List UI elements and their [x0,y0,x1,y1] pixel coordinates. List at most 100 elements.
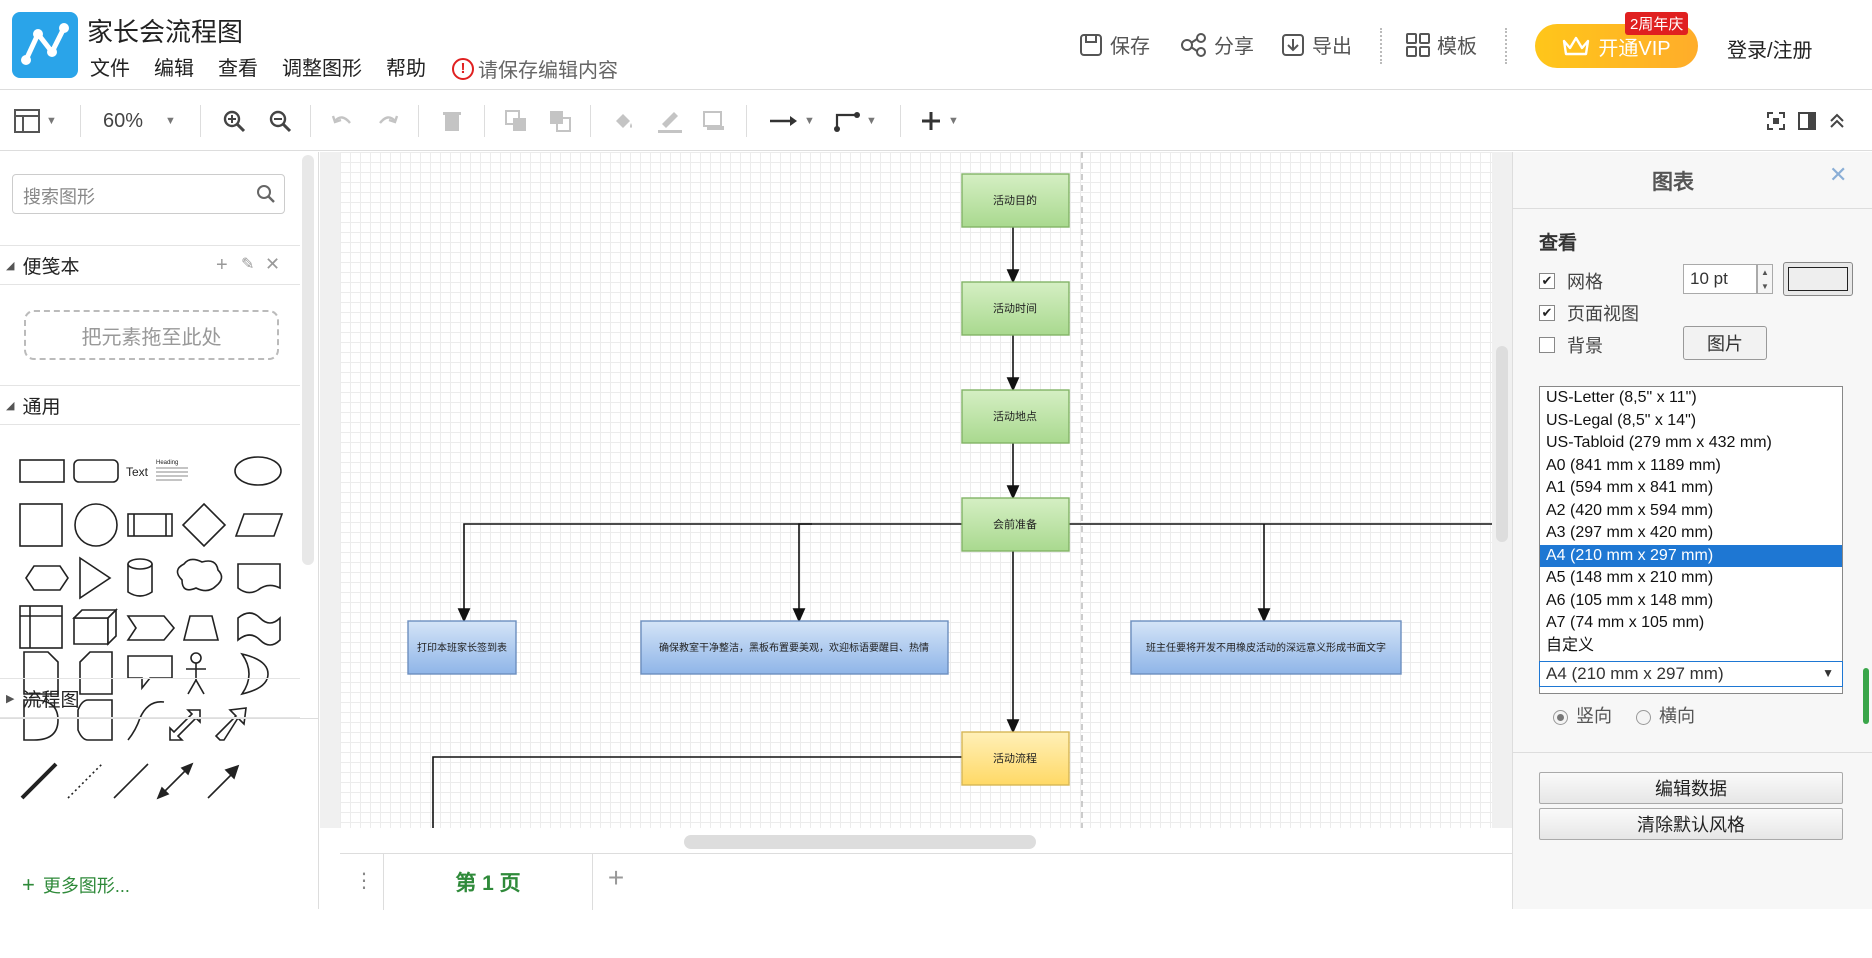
card-shape[interactable] [79,651,113,695]
node-place[interactable]: 活动地点 [961,389,1070,444]
menu-file[interactable]: 文件 [90,58,130,80]
template-button[interactable]: 模板 [1405,30,1477,59]
dotted-line-shape[interactable] [67,763,103,799]
redo-button[interactable] [376,107,400,135]
node-time[interactable]: 活动时间 [961,281,1070,336]
scratchpad-header[interactable]: ◢ 便笺本 + ✎ ✕ [0,245,300,285]
save-warning[interactable]: ! 请保存编辑内容 [452,54,618,83]
paper-size-select[interactable]: A4 (210 mm x 297 mm) ▼ [1539,661,1843,687]
ellipse-shape[interactable] [234,456,282,486]
connector-prep-sign[interactable] [457,523,962,623]
zoom-in-button[interactable] [222,107,246,135]
grid-size-stepper[interactable]: ▲▼ [1757,264,1773,294]
document-title[interactable]: 家长会流程图 [87,17,244,47]
background-checkbox[interactable] [1539,337,1555,353]
fullscreen-button[interactable] [1766,107,1786,135]
cube-shape[interactable] [72,608,118,646]
undo-button[interactable] [330,107,354,135]
document-shape[interactable] [237,563,281,594]
canvas-horizontal-scrollbar[interactable] [684,835,1036,849]
process-shape[interactable] [127,513,173,537]
connection-style-button[interactable]: ▼ [768,107,815,135]
add-icon[interactable]: + [216,254,228,276]
node-teacher[interactable]: 班主任要将开发不用橡皮活动的深远意义形成书面文字 [1130,620,1402,675]
waypoint-style-button[interactable]: ▼ [834,107,877,135]
close-icon[interactable]: ✕ [265,254,281,274]
rounded-rectangle-shape[interactable] [73,459,119,483]
add-page-button[interactable]: + [607,862,625,893]
edit-data-button[interactable]: 编辑数据 [1539,772,1843,804]
panel-scroll-indicator[interactable] [1863,668,1869,724]
clear-default-style-button[interactable]: 清除默认风格 [1539,808,1843,840]
grid-size-input[interactable]: 10 pt [1683,264,1757,294]
portrait-radio[interactable]: 竖向 [1553,702,1612,728]
background-image-button[interactable]: 图片 [1683,326,1767,360]
connector-process-left[interactable] [432,756,962,828]
save-button[interactable]: 保存 [1078,30,1150,59]
heading-shape[interactable]: Heading [156,460,178,466]
to-front-button[interactable] [504,107,528,135]
cloud-shape[interactable] [176,558,223,592]
page-tab-1[interactable]: 第 1 页 [383,854,593,910]
circle-shape[interactable] [74,503,118,547]
to-back-button[interactable] [548,107,572,135]
paper-option[interactable]: A3 (297 mm x 420 mm) [1546,524,1714,541]
more-shapes-link[interactable]: + 更多图形... [22,872,130,898]
arrow-line-shape[interactable] [207,764,240,799]
double-arrow-line-shape[interactable] [156,762,194,800]
format-panel-toggle[interactable]: ▼ [14,107,57,135]
node-clean[interactable]: 确保教室干净整洁，黑板布置要美观，欢迎标语要醒目、热情 [640,620,949,675]
paper-option[interactable]: A1 (594 mm x 841 mm) [1546,479,1714,496]
tape-shape[interactable] [237,612,281,646]
text-shape[interactable]: Text [126,465,149,479]
canvas-area[interactable]: 活动目的 活动时间 活动地点 会前准备 打印本班家长签到表 确保教室干净整洁，黑… [320,152,1512,828]
paper-option[interactable]: A0 (841 mm x 1189 mm) [1546,456,1721,474]
arrow-shape[interactable] [214,707,247,741]
menu-edit[interactable]: 编辑 [154,58,194,80]
app-logo[interactable] [12,12,78,78]
node-prep[interactable]: 会前准备 [961,497,1070,552]
parallelogram-shape[interactable] [234,513,284,537]
close-icon[interactable]: ✕ [1829,162,1848,187]
or-shape[interactable] [240,652,269,696]
diamond-shape[interactable] [181,502,227,548]
menu-view[interactable]: 查看 [218,58,258,80]
triangle-shape[interactable] [79,556,112,600]
fill-color-button[interactable] [612,107,636,135]
paper-option[interactable]: A5 (148 mm x 210 mm) [1546,569,1714,586]
table-shape[interactable] [19,605,63,649]
paper-option[interactable]: A6 (105 mm x 148 mm) [1546,591,1714,609]
toggle-panel-button[interactable] [1798,107,1816,135]
paper-option[interactable]: US-Letter (8,5" x 11") [1546,389,1697,406]
search-icon[interactable] [256,184,276,204]
delay-shape[interactable] [23,699,59,741]
actor-shape[interactable] [186,652,206,695]
trapezoid-shape[interactable] [182,615,220,641]
connector-prep-clean[interactable] [792,523,812,623]
edit-pencil-icon[interactable]: ✎ [241,256,255,273]
collapse-toolbar-button[interactable] [1828,107,1846,135]
flowchart-section-header[interactable]: ▶ 流程图 [0,678,300,718]
left-panel-scrollbar[interactable] [302,155,314,565]
paper-option[interactable]: 自定义 [1546,636,1595,654]
paper-option[interactable]: A7 (74 mm x 105 mm) [1546,614,1705,631]
scratchpad-drop-zone[interactable]: 把元素拖至此处 [24,310,279,360]
zoom-select[interactable]: 60% ▼ [103,107,176,135]
paper-option[interactable]: A2 (420 mm x 594 mm) [1546,501,1714,519]
canvas-vertical-scrollbar[interactable] [1496,346,1508,542]
grid-checkbox[interactable]: ✔ [1539,273,1555,289]
grid-color-picker[interactable] [1783,262,1853,296]
diagram-canvas[interactable]: 活动目的 活动时间 活动地点 会前准备 打印本班家长签到表 确保教室干净整洁，黑… [340,152,1492,828]
page-view-checkbox-row[interactable]: ✔ 页面视图 [1539,300,1639,326]
landscape-radio[interactable]: 横向 [1636,702,1695,728]
delete-button[interactable] [442,107,462,135]
line-shape[interactable] [113,763,149,799]
shadow-button[interactable] [702,107,726,135]
grid-checkbox-row[interactable]: ✔ 网格 [1539,268,1603,294]
rectangle-shape[interactable] [19,459,65,483]
login-link[interactable]: 登录/注册 [1727,40,1813,62]
square-shape[interactable] [19,503,63,547]
insert-button[interactable]: ▼ [920,107,959,135]
thick-line-shape[interactable] [20,762,58,800]
stepper-up-icon[interactable]: ▲ [1761,267,1769,277]
